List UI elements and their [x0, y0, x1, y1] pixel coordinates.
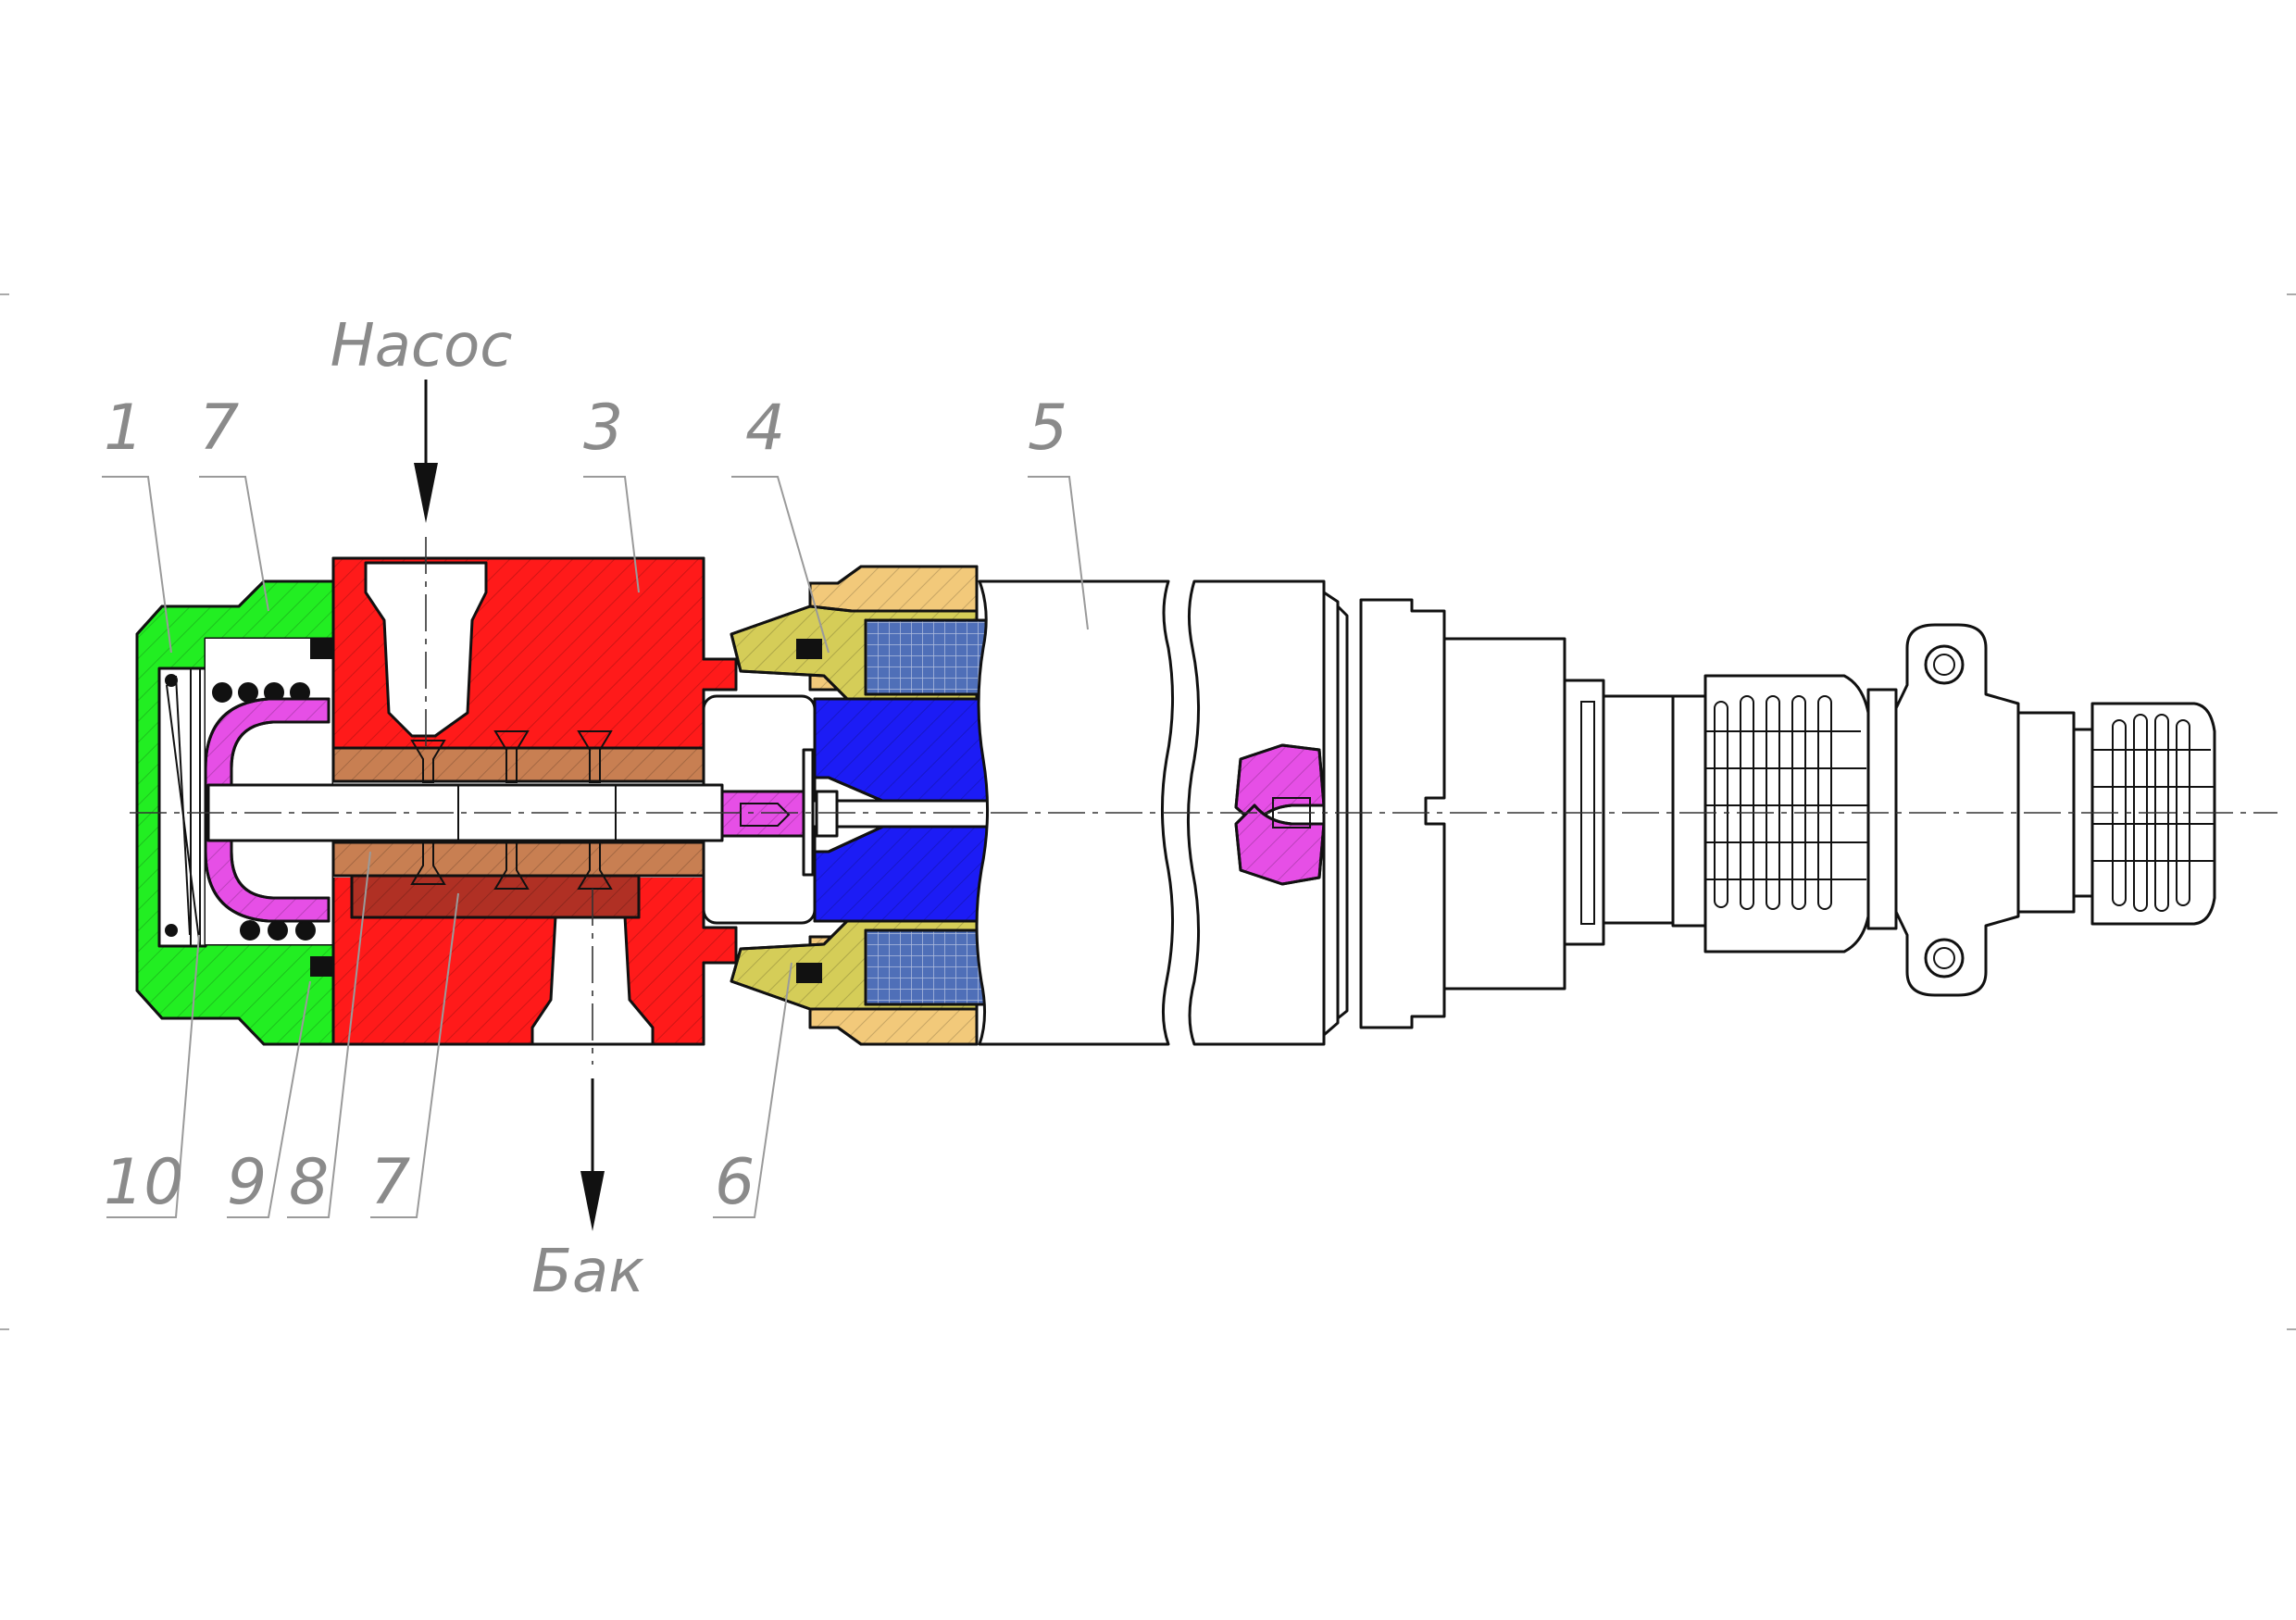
- callout-1: 1: [104, 392, 144, 465]
- callout-9: 9: [227, 1146, 267, 1219]
- armature-core: [802, 697, 992, 923]
- callout-7-bottom: 7: [370, 1146, 410, 1219]
- callout-5: 5: [1028, 392, 1067, 465]
- sheet-ticks: [0, 293, 2296, 1330]
- spool-sleeve: [331, 730, 705, 919]
- arrow-down-icon: [414, 380, 438, 523]
- callout-numbers-bottom: 10 9 8 7 6: [104, 1146, 755, 1219]
- spring: [165, 674, 316, 941]
- solenoid-coil: [864, 618, 988, 1006]
- callout-10: 10: [104, 1146, 184, 1219]
- callout-numbers-top: 1 7 3 4 5: [104, 392, 1067, 465]
- callout-6: 6: [715, 1146, 755, 1219]
- port-label-outlet: Бак: [531, 1238, 644, 1306]
- callout-8: 8: [289, 1146, 329, 1219]
- electrical-connector: [1359, 598, 2216, 1029]
- callout-leaders: [102, 476, 1089, 1218]
- arrow-down-icon: [580, 1078, 605, 1231]
- callout-7-top: 7: [199, 392, 239, 465]
- callout-3: 3: [583, 392, 623, 465]
- port-label-inlet: Насос: [331, 312, 513, 380]
- callout-4: 4: [745, 392, 785, 465]
